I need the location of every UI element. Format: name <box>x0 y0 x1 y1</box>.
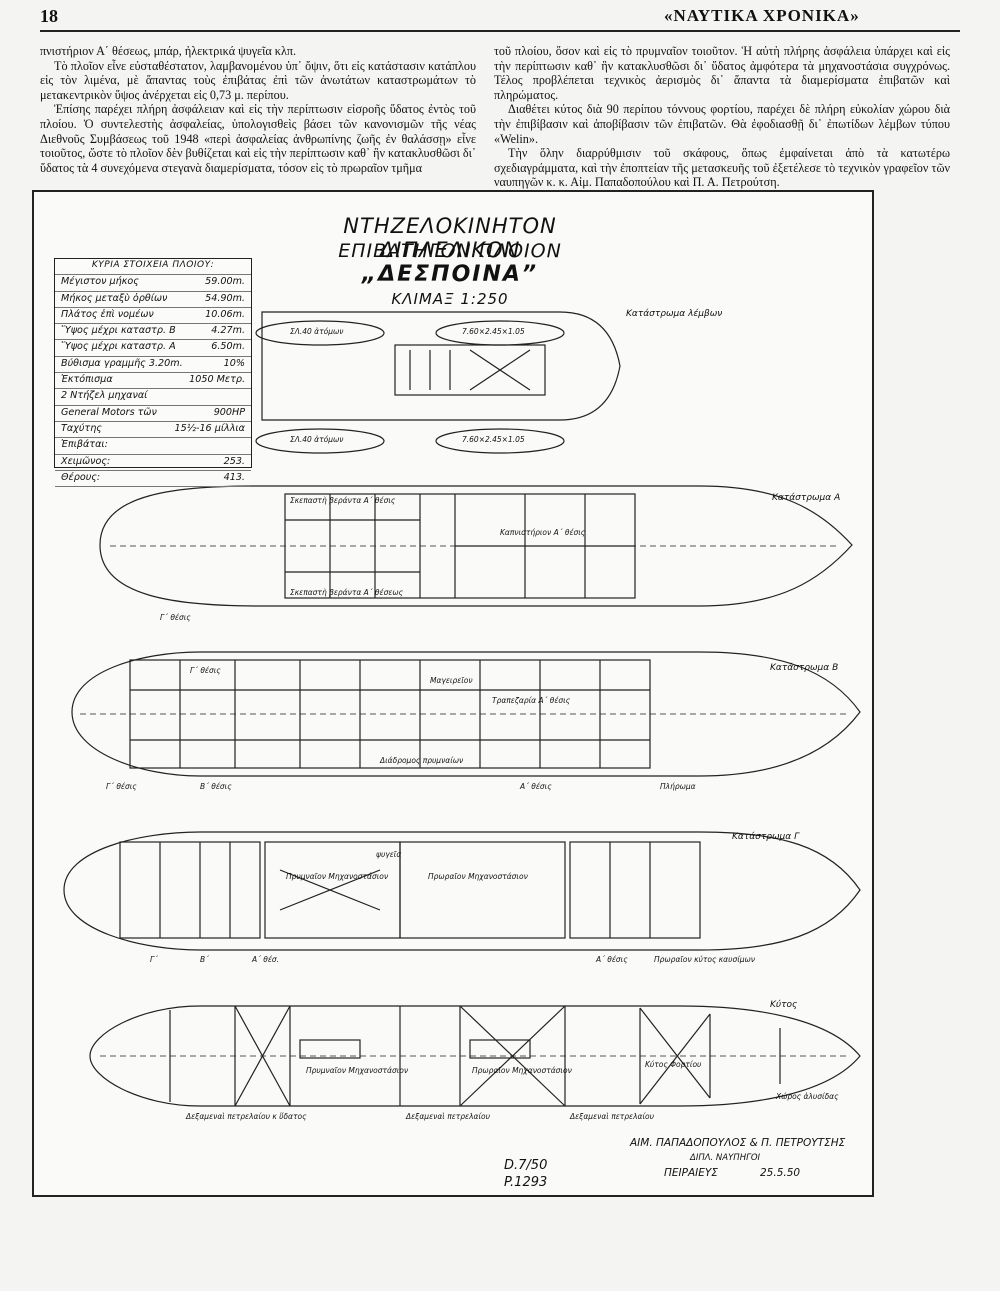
reference-number: P.1293 <box>504 1175 548 1190</box>
page-number: 18 <box>40 6 58 26</box>
aft-engine-block <box>299 1039 361 1059</box>
paragraph: Διαθέτει κύτος διὰ 90 περίπου τόννους φο… <box>494 102 950 146</box>
galley-label: Μαγειρεῖον <box>430 676 473 685</box>
deck-g-cabins-aft <box>119 841 261 939</box>
smoking-room-label: Καπνιστήριον Α΄ θέσις <box>500 528 586 537</box>
signature-city: ΠΕΙΡΑΙΕΥΣ <box>664 1167 718 1179</box>
drawing-title-line-2: ΕΠΙΒΑΤΗΓΟΝ ΠΛΟΙΟΝ <box>338 240 562 262</box>
dining-room-label: Τραπεζαρία Α΄ θέσις <box>492 696 571 705</box>
paragraph: Ἐπίσης παρέχει πλήρη ἀσφάλειαν καὶ εἰς τ… <box>40 102 476 175</box>
publication-title: «ΝΑΥΤΙΚΑ ΧΡΟΝΙΚΑ» <box>664 6 860 25</box>
cargo-hold-label: Κύτος Φορτίου <box>645 1060 702 1069</box>
boat-deck-label: Κατάστρωμα λέμβων <box>626 309 723 319</box>
paragraph: Τὴν ὅλην διαρρύθμισιν τοῦ σκάφους, ὅπως … <box>494 146 950 190</box>
lifeboat-dimensions-label: 7.60×2.45×1.05 <box>462 327 525 336</box>
lifeboat-capacity-label: ΣΛ.40 ἀτόμων <box>290 435 344 444</box>
designers-role: ΔΙΠΛ. ΝΑΥΠΗΓΟΙ <box>690 1153 761 1163</box>
hold-outline <box>89 1005 861 1107</box>
article-column-1: πνιστήριον Α΄ θέσεως, μπάρ, ἠλεκτρικά ψυ… <box>40 44 476 175</box>
first-class-short-label: Α΄ θέσ. <box>252 955 280 964</box>
third-class-label: Γ΄ θέσις <box>106 782 137 791</box>
drawing-number: D.7/50 <box>504 1158 548 1173</box>
drawing-title-line-1: ΝΤΗΖΕΛΟΚΙΝΗΤΟΝ ΔΙΠΛΕΛΙΚΟΝ <box>343 214 557 262</box>
deck-b-label: Κατάστρωμα Β <box>770 663 839 673</box>
refrigerators-label: ψυγεῖα <box>376 850 402 859</box>
lifeboat-bottom-left <box>255 428 385 454</box>
designers-name: ΑΙΜ. ΠΑΠΑΔΟΠΟΥΛΟΣ & Π. ΠΕΤΡΟΥΤΣΗΣ <box>630 1137 846 1149</box>
article-column-2: τοῦ πλοίου, ὅσον καὶ εἰς τὸ πρυμναῖον το… <box>494 44 950 190</box>
spec-row: Ἐπιβάται: <box>55 438 251 455</box>
fuel-tanks-label: Δεξαμεναὶ πετρελαίου <box>406 1112 490 1121</box>
spec-row: Θέρους:413. <box>55 471 251 488</box>
lifeboat-bottom-right <box>435 428 565 454</box>
boat-deck-outline <box>261 311 621 421</box>
paragraph: πνιστήριον Α΄ θέσεως, μπάρ, ἠλεκτρικά ψυ… <box>40 44 297 58</box>
ship-name: „ΔΕΣΠΟΙΝΑ” <box>361 262 539 287</box>
verandah-label: Σκεπαστὴ βεράντα Α΄ θέσις <box>290 496 396 505</box>
second-class-label: Β΄ θέσις <box>200 782 232 791</box>
boat-deck-house <box>394 344 546 396</box>
fuel-tanks-label: Δεξαμεναὶ πετρελαίου <box>570 1112 654 1121</box>
fuel-water-tanks-label: Δεξαμεναὶ πετρελαίου κ ὕδατος <box>186 1112 307 1121</box>
boat-deck-house-detail <box>409 349 531 391</box>
lifeboat-dimensions-label: 7.60×2.45×1.05 <box>462 435 525 444</box>
paragraph: τοῦ πλοίου, ὅσον καὶ εἰς τὸ πρυμναῖον το… <box>494 44 950 102</box>
third-class-label: Γ΄ <box>150 955 158 964</box>
deck-b-outline <box>71 651 861 777</box>
fwd-fuel-hold-label: Πρωραῖον κύτος καυσίμων <box>654 955 755 964</box>
third-class-label: Γ΄ θέσις <box>160 613 191 622</box>
spec-row: Χειμῶνος:253. <box>55 455 251 471</box>
deck-g-cabins-fwd <box>569 841 701 939</box>
first-class-label: Α΄ θέσις <box>520 782 552 791</box>
corridor-label: Διάδρομος πρυμναίων <box>380 756 464 765</box>
drawing-scale: ΚΛΙΜΑΞ 1:250 <box>391 290 509 308</box>
deck-a-outline <box>99 485 853 607</box>
deck-g-label: Κατάστρωμα Γ <box>732 832 800 842</box>
lifeboat-capacity-label: ΣΛ.40 ἀτόμων <box>290 327 344 336</box>
deck-g-partitions <box>159 842 651 938</box>
paragraph: Τὸ πλοῖον εἶνε εὐσταθέστατον, λαμβανομέν… <box>40 58 476 102</box>
chain-locker-label: Χώρος ἀλυσίδας <box>776 1092 839 1101</box>
second-class-label: Β΄ <box>200 955 209 964</box>
spec-table-heading: ΚΥΡΙΑ ΣΤΟΙΧΕΙΑ ΠΛΟΙΟΥ: <box>55 259 251 276</box>
signature-date: 25.5.50 <box>760 1167 801 1179</box>
hold-label: Κύτος <box>770 1000 798 1010</box>
aft-engine-room-label: Πρυμναῖον Μηχανοστάσιον <box>306 1066 409 1075</box>
deck-g-fwd-engine-room <box>399 841 566 939</box>
deck-a-label: Κατάστρωμα Α <box>772 493 841 503</box>
verandah-label: Σκεπαστὴ βεράντα Α΄ θέσεως <box>290 588 404 597</box>
spec-row: 2 Ντήζελ μηχαναί <box>55 389 251 406</box>
fwd-engine-room-label: Πρωραῖον Μηχανοστάσιον <box>472 1066 572 1075</box>
spec-row: Βύθισμα γραμμῆς 3.20m.10% <box>55 357 251 374</box>
lifeboat-top-left <box>255 320 385 346</box>
deck-g-outline <box>63 831 861 951</box>
first-class-label: Α΄ θέσις <box>596 955 628 964</box>
third-class-inner-label: Γ΄ θέσις <box>190 666 221 675</box>
aft-engine-room-label: Πρυμναῖον Μηχανοστάσιον <box>286 872 389 881</box>
crew-label: Πλήρωμα <box>660 782 696 791</box>
header-rule <box>40 30 960 32</box>
fwd-engine-block <box>469 1039 531 1059</box>
fwd-engine-room-label: Πρωραῖον Μηχανοστάσιον <box>428 872 528 881</box>
